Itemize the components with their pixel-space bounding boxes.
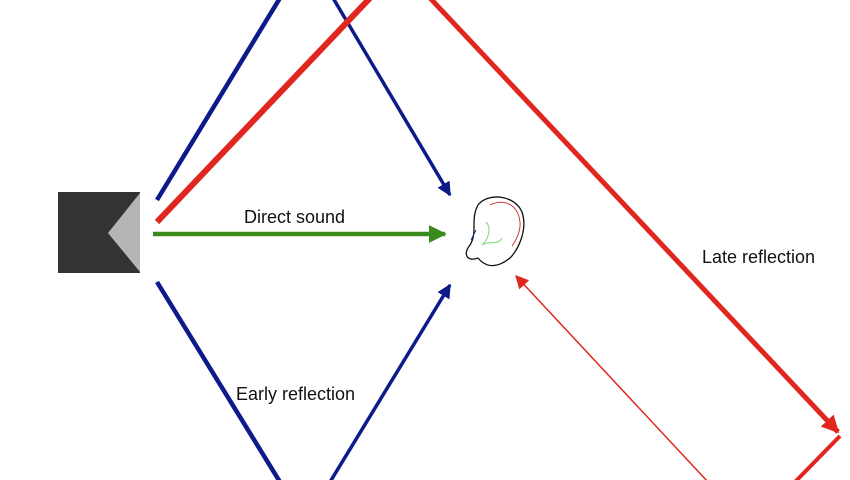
direct-sound-label: Direct sound (244, 207, 346, 227)
early-reflection-upper-arrow (332, 0, 452, 197)
early-reflection-lower-incident (155, 280, 282, 480)
late-reflection-return-arrow (515, 275, 708, 480)
late-reflection-arrow (428, 0, 840, 434)
ear-icon (465, 196, 525, 267)
early-reflection-upper-incident (155, 0, 282, 202)
speaker-cone (108, 193, 140, 272)
late-reflection-label: Late reflection (702, 247, 816, 267)
late-reflection-incident (154, 0, 373, 225)
late-reflection-bounce (794, 434, 842, 480)
early-reflection-label: Early reflection (236, 384, 356, 404)
early-reflection-lower-arrow (329, 283, 452, 480)
speaker (58, 192, 140, 273)
